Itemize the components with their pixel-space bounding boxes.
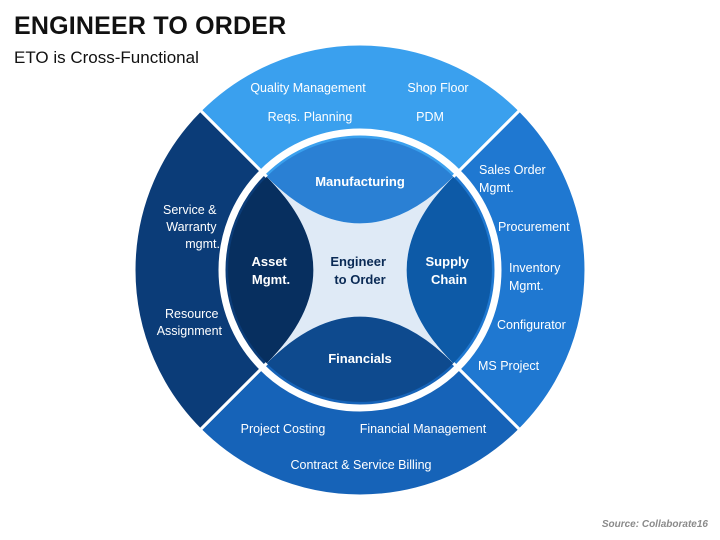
page-subtitle: ETO is Cross-Functional xyxy=(14,48,199,67)
inner-label-supply-chain: Supply Chain xyxy=(426,254,473,287)
outer-top-item: Shop Floor xyxy=(407,81,468,95)
outer-bottom-item: Financial Management xyxy=(360,422,487,436)
outer-top-item: PDM xyxy=(416,110,444,124)
asset-mgmt-line1: Asset xyxy=(251,254,287,269)
source-credit: Source: Collaborate16 xyxy=(601,519,708,530)
outer-left-item: Service & Warranty mgmt. xyxy=(163,203,220,251)
inner-label-manufacturing: Manufacturing xyxy=(315,174,405,189)
center-core xyxy=(266,176,454,364)
outer-right-item: MS Project xyxy=(478,359,540,373)
outer-right-item: Configurator xyxy=(497,318,566,332)
inner-label-financials: Financials xyxy=(328,351,392,366)
page-title: ENGINEER TO ORDER xyxy=(14,12,287,40)
supply-chain-line2: Chain xyxy=(431,272,467,287)
asset-mgmt-line2: Mgmt. xyxy=(252,272,290,287)
center-label-line1: Engineer xyxy=(330,254,386,269)
outer-top-item: Reqs. Planning xyxy=(268,110,353,124)
outer-bottom-item: Contract & Service Billing xyxy=(290,458,431,472)
inner-petal-left xyxy=(228,176,314,364)
ring-separator xyxy=(218,128,502,412)
inner-petal-right xyxy=(406,176,492,364)
outer-top-item: Quality Management xyxy=(250,81,366,95)
inner-petal-bottom xyxy=(266,316,454,402)
supply-chain-line1: Supply xyxy=(426,254,470,269)
center-label: Engineer to Order xyxy=(330,254,389,287)
outer-left-item: Resource Assignment xyxy=(157,307,223,338)
center-label-line2: to Order xyxy=(334,272,385,287)
inner-petal-top xyxy=(266,138,454,224)
outer-right-item: Inventory Mgmt. xyxy=(509,261,564,293)
outer-right-item: Sales Order Mgmt. xyxy=(479,163,549,195)
outer-bottom-item: Project Costing xyxy=(241,422,326,436)
outer-right-item: Procurement xyxy=(498,220,570,234)
inner-label-asset-mgmt: Asset Mgmt. xyxy=(251,254,290,287)
